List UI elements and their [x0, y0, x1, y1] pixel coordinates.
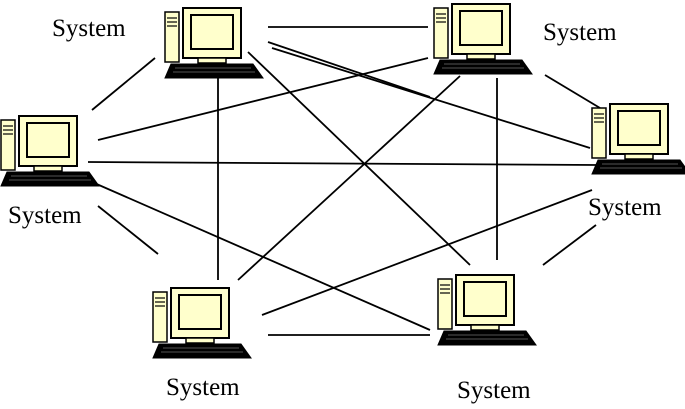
node-bottom-left	[152, 287, 252, 359]
node-label-top-right: System	[543, 19, 617, 46]
connection-line	[261, 189, 593, 316]
connection-line	[97, 57, 429, 141]
connection-line	[91, 57, 156, 111]
desktop-computer-icon	[152, 287, 252, 359]
desktop-computer-icon	[591, 103, 685, 175]
node-top-right	[433, 3, 533, 75]
node-label-left: System	[8, 202, 82, 229]
node-label-bottom-left: System	[166, 374, 240, 401]
connection-lines	[87, 26, 601, 336]
connection-line	[91, 181, 431, 331]
desktop-computer-icon	[433, 3, 533, 75]
node-top-left	[164, 7, 264, 79]
node-label-right: System	[588, 194, 662, 221]
desktop-computer-icon	[164, 7, 264, 79]
node-label-bottom-right: System	[457, 377, 531, 404]
connection-line	[542, 224, 597, 266]
node-right	[591, 103, 685, 175]
connection-line	[87, 161, 599, 166]
connection-line	[247, 51, 471, 266]
node-label-top-left: System	[52, 15, 126, 42]
connection-line	[271, 47, 591, 149]
desktop-computer-icon	[0, 115, 100, 187]
connection-line	[237, 75, 461, 281]
node-bottom-right	[437, 274, 537, 346]
connection-line	[544, 74, 601, 109]
node-left	[0, 115, 100, 187]
connection-line	[267, 41, 431, 98]
desktop-computer-icon	[437, 274, 537, 346]
connection-line	[97, 205, 159, 255]
